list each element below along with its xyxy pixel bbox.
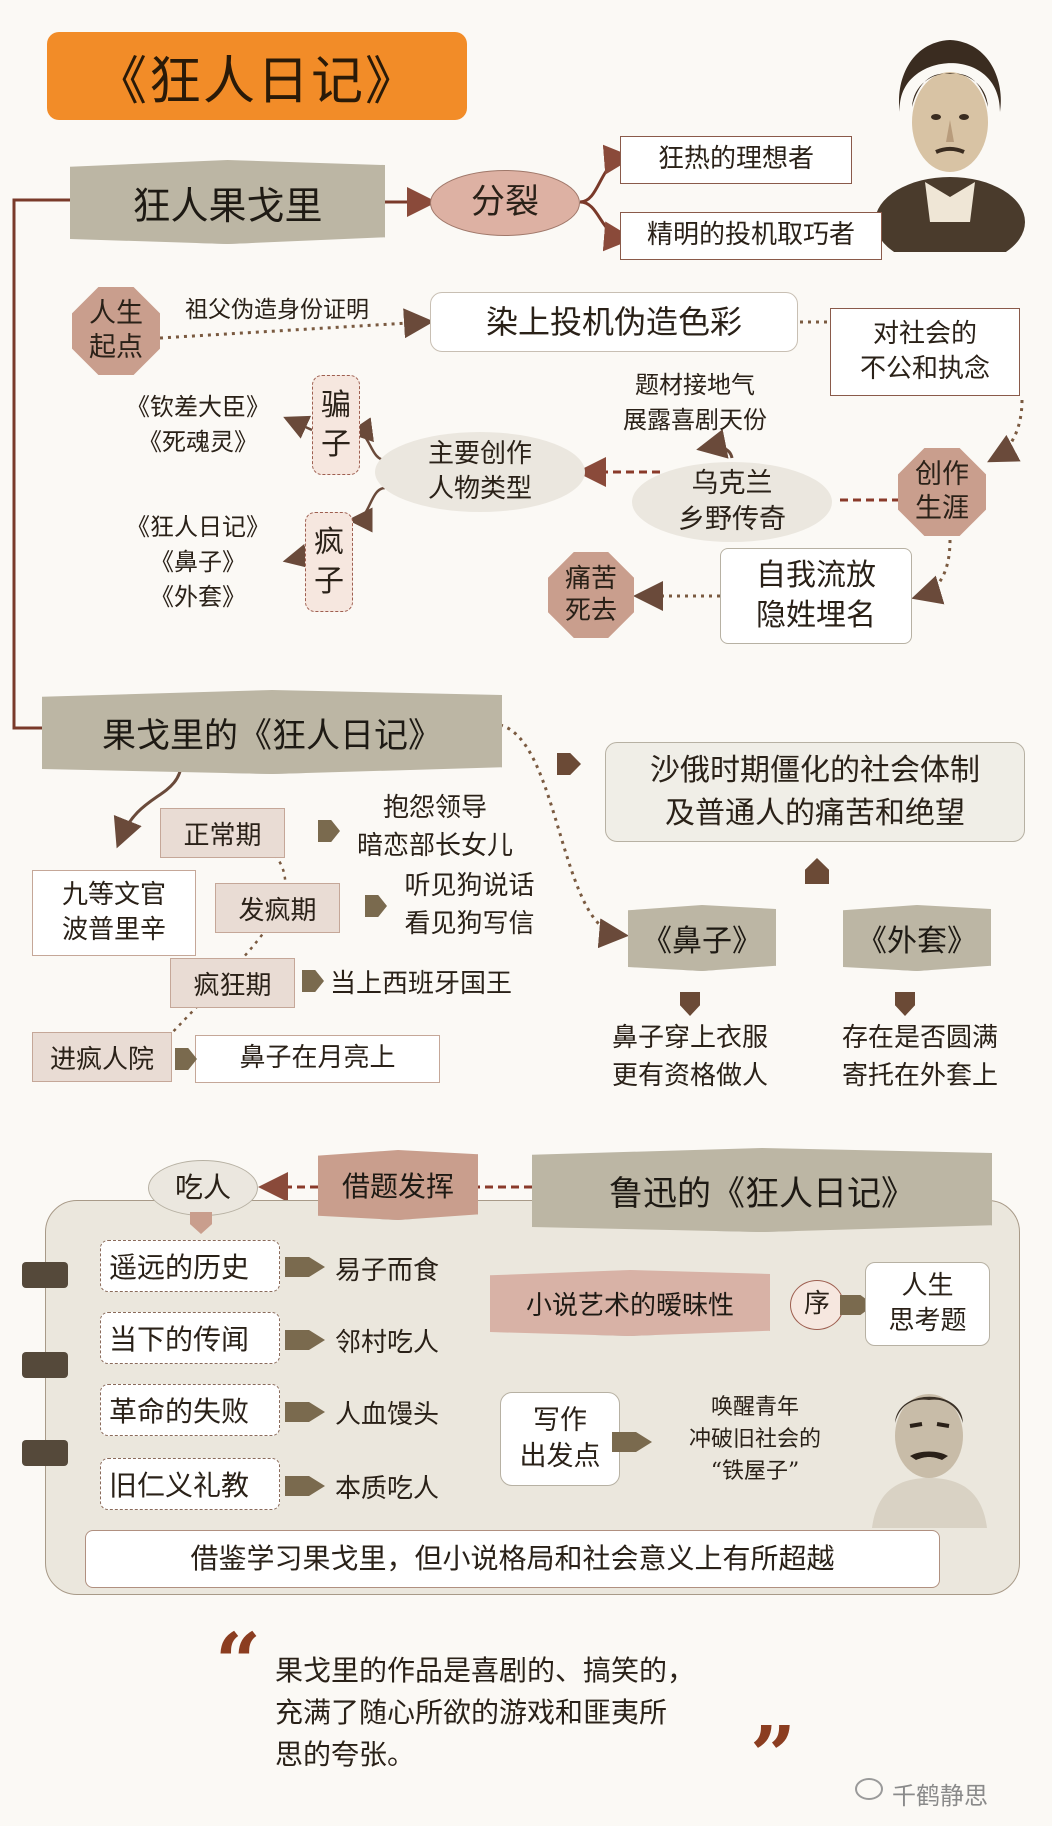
social-box: 对社会的 不公和执念 [830, 308, 1020, 396]
quote-open-icon: “ [215, 1615, 262, 1709]
arrow-icon [285, 1402, 325, 1422]
watermark: 千鹤静思 [892, 1782, 988, 1810]
arrow-icon [612, 1432, 652, 1452]
arrow-icon [285, 1476, 325, 1496]
grandfather-label: 祖父伪造身份证明 [185, 297, 369, 323]
life-start-node: 人生 起点 [72, 287, 160, 375]
exile-box: 自我流放 隐姓埋名 [720, 548, 912, 644]
ambiguity-banner: 小说艺术的暧昧性 [490, 1270, 770, 1336]
tab-marker [22, 1262, 68, 1288]
official-box: 九等文官 波普里辛 [32, 870, 196, 956]
nose-banner: 《鼻子》 [628, 905, 776, 971]
arrow-icon [318, 820, 340, 842]
asylum-desc: 鼻子在月亮上 [195, 1035, 440, 1083]
tab-marker [22, 1440, 68, 1466]
arrow-icon [285, 1257, 325, 1277]
normal-tag: 正常期 [160, 808, 285, 858]
row-right-0: 易子而食 [335, 1256, 440, 1286]
arrow-icon [175, 1048, 197, 1070]
theme-box: 沙俄时期僵化的社会体制 及普通人的痛苦和绝望 [605, 742, 1025, 842]
arrow-icon [302, 970, 324, 992]
preface-node: 序 [790, 1280, 844, 1330]
crazy-desc: 听见狗说话 看见狗写信 [404, 871, 535, 939]
quote-close-icon: ” [750, 1708, 797, 1802]
luxun-banner: 鲁迅的《狂人日记》 [532, 1148, 992, 1232]
ukraine-node: 乌克兰 乡野传奇 [632, 462, 832, 542]
idealist-box: 狂热的理想者 [620, 136, 852, 184]
row-left-3: 旧仁义礼教 [100, 1458, 280, 1510]
row-right-3: 本质吃人 [335, 1474, 440, 1504]
quote-text: 果戈里的作品是喜剧的、搞笑的， 充满了随心所欲的游戏和匪夷所 思的夸张。 [275, 1654, 696, 1771]
row-left-1: 当下的传闻 [100, 1312, 280, 1364]
liar-works: 《钦差大臣》 《死魂灵》 [126, 393, 270, 456]
tab-marker [22, 1352, 68, 1378]
normal-desc: 抱怨领导 暗恋部长女儿 [356, 793, 513, 861]
crazy-tag: 发疯期 [215, 883, 340, 933]
luxun-portrait [862, 1378, 997, 1528]
row-right-1: 邻村吃人 [335, 1328, 440, 1358]
split-node: 分裂 [430, 170, 580, 236]
gogol-banner: 狂人果戈里 [70, 160, 385, 244]
gogol-portrait [870, 22, 1030, 252]
asylum-tag: 进疯人院 [32, 1032, 172, 1082]
purpose-box: 写作 出发点 [500, 1392, 620, 1486]
tainted-box: 染上投机伪造色彩 [430, 292, 798, 352]
liar-node: 骗 子 [312, 375, 360, 475]
wechat-icon [855, 1778, 883, 1800]
row-left-0: 遥远的历史 [100, 1240, 280, 1292]
arrow-icon [285, 1330, 325, 1350]
theme-note: 题材接地气 展露喜剧天份 [623, 371, 767, 434]
overcoat-banner: 《外套》 [843, 905, 991, 971]
opportunist-box: 精明的投机取巧者 [620, 212, 882, 260]
overcoat-desc: 存在是否圆满 寄托在外套上 [841, 1023, 998, 1091]
madman-node: 疯 子 [305, 512, 353, 612]
main-types-node: 主要创作 人物类型 [375, 432, 585, 512]
purpose-desc: 唤醒青年 冲破旧社会的 “铁屋子” [688, 1395, 821, 1484]
summary-box: 借鉴学习果戈里，但小说格局和社会意义上有所超越 [85, 1530, 940, 1588]
metaphor-banner: 借题发挥 [318, 1150, 478, 1220]
row-right-2: 人血馒头 [335, 1400, 440, 1430]
mania-desc: 当上西班牙国王 [330, 969, 513, 999]
madman-works: 《狂人日记》 《鼻子》 《外套》 [126, 513, 270, 611]
row-left-2: 革命的失败 [100, 1384, 280, 1436]
eat-node: 吃人 [148, 1160, 258, 1216]
life-question-box: 人生 思考题 [865, 1262, 990, 1346]
gogol-diary-banner: 果戈里的《狂人日记》 [42, 690, 502, 774]
career-node: 创作 生涯 [898, 448, 986, 536]
page-title: 《狂人日记》 [47, 32, 467, 120]
mania-tag: 疯狂期 [170, 958, 295, 1008]
death-node: 痛苦 死去 [548, 552, 634, 638]
arrow-icon [365, 895, 387, 917]
nose-desc: 鼻子穿上衣服 更有资格做人 [611, 1023, 768, 1091]
